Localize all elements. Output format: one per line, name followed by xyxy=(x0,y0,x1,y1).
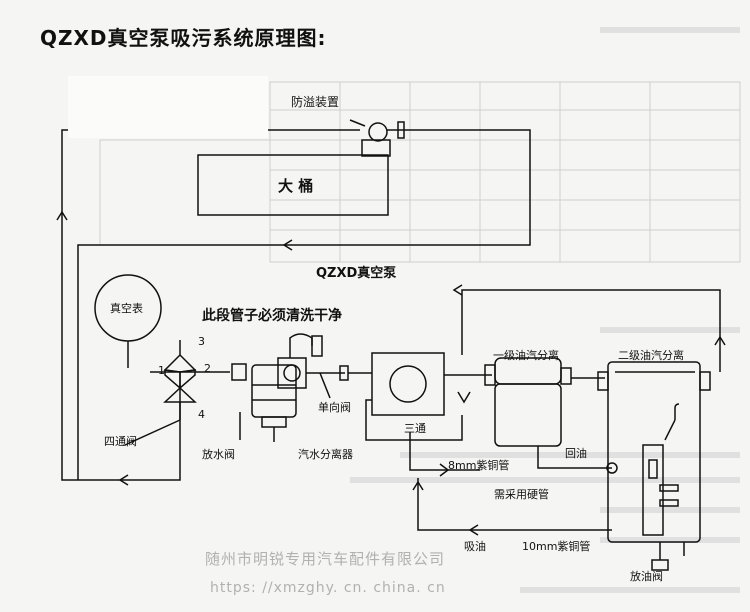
pipe-top-left xyxy=(61,129,360,481)
label-copper8: 8mm紫铜管 xyxy=(448,459,510,472)
pipe-overflow-return xyxy=(77,129,531,480)
label-clean-note: 此段管子必须清洗干净 xyxy=(202,308,342,324)
whiteout-patch xyxy=(68,76,268,138)
tank xyxy=(197,154,389,216)
watermark-company: 随州市明锐专用汽车配件有限公司 xyxy=(205,550,446,568)
check-valve-box xyxy=(277,357,307,389)
port-label-4: 4 xyxy=(198,408,205,421)
label-overflow-device: 防溢装置 xyxy=(291,95,340,109)
label-copper10: 10mm紫铜管 xyxy=(522,540,591,553)
label-drain-valve: 放水阀 xyxy=(202,448,235,461)
four-way-valve xyxy=(163,353,197,373)
label-oil-return: 回油 xyxy=(565,447,587,460)
label-oil-drain-valve: 放油阀 xyxy=(630,570,663,583)
label-suction-oil: 吸油 xyxy=(464,540,486,553)
label-pump: QZXD真空泵 xyxy=(316,266,397,281)
overflow-device-body xyxy=(368,122,388,142)
arrow-10mm xyxy=(412,480,424,491)
level-gauge xyxy=(642,444,664,536)
label-stage2: 二级油汽分离 xyxy=(618,349,684,362)
port-label-3: 3 xyxy=(198,335,205,348)
diagram-title: QZXD真空泵吸污系统原理图: xyxy=(40,26,327,50)
label-tee: 三通 xyxy=(404,422,426,435)
pipe-oil-return xyxy=(537,446,612,469)
arrow-8mm xyxy=(439,463,450,477)
stage2-separator xyxy=(607,361,701,543)
pipe-tee xyxy=(365,399,463,441)
port-label-1: 1 xyxy=(158,364,165,377)
arrow-right-up xyxy=(714,335,726,346)
vacuum-pump xyxy=(371,352,445,416)
pipe-top-return xyxy=(461,289,721,372)
pipe-8mm xyxy=(409,450,480,471)
label-check-valve: 单向阀 xyxy=(318,401,351,414)
label-stage1: 一级油汽分离 xyxy=(493,349,559,362)
port-label-2: 2 xyxy=(204,362,211,375)
label-water-separator: 汽水分离器 xyxy=(298,448,353,461)
label-hard-pipe: 需采用硬管 xyxy=(494,488,549,501)
label-tank: 大 桶 xyxy=(278,177,314,195)
watermark-url: https: //xmzghy. cn. china. cn xyxy=(210,580,446,596)
arrow-bottom-left xyxy=(118,474,129,486)
arrow-10mm-2 xyxy=(468,524,479,536)
label-vacuum-gauge: 真空表 xyxy=(110,302,143,315)
water-separator xyxy=(251,364,297,418)
label-four-way-valve: 四通阀 xyxy=(104,435,137,448)
pipe-10mm xyxy=(417,478,612,531)
overflow-device-base xyxy=(361,139,391,157)
arrow-top xyxy=(452,284,463,296)
arrow-return xyxy=(282,239,293,251)
arrow-left-up xyxy=(56,210,68,221)
